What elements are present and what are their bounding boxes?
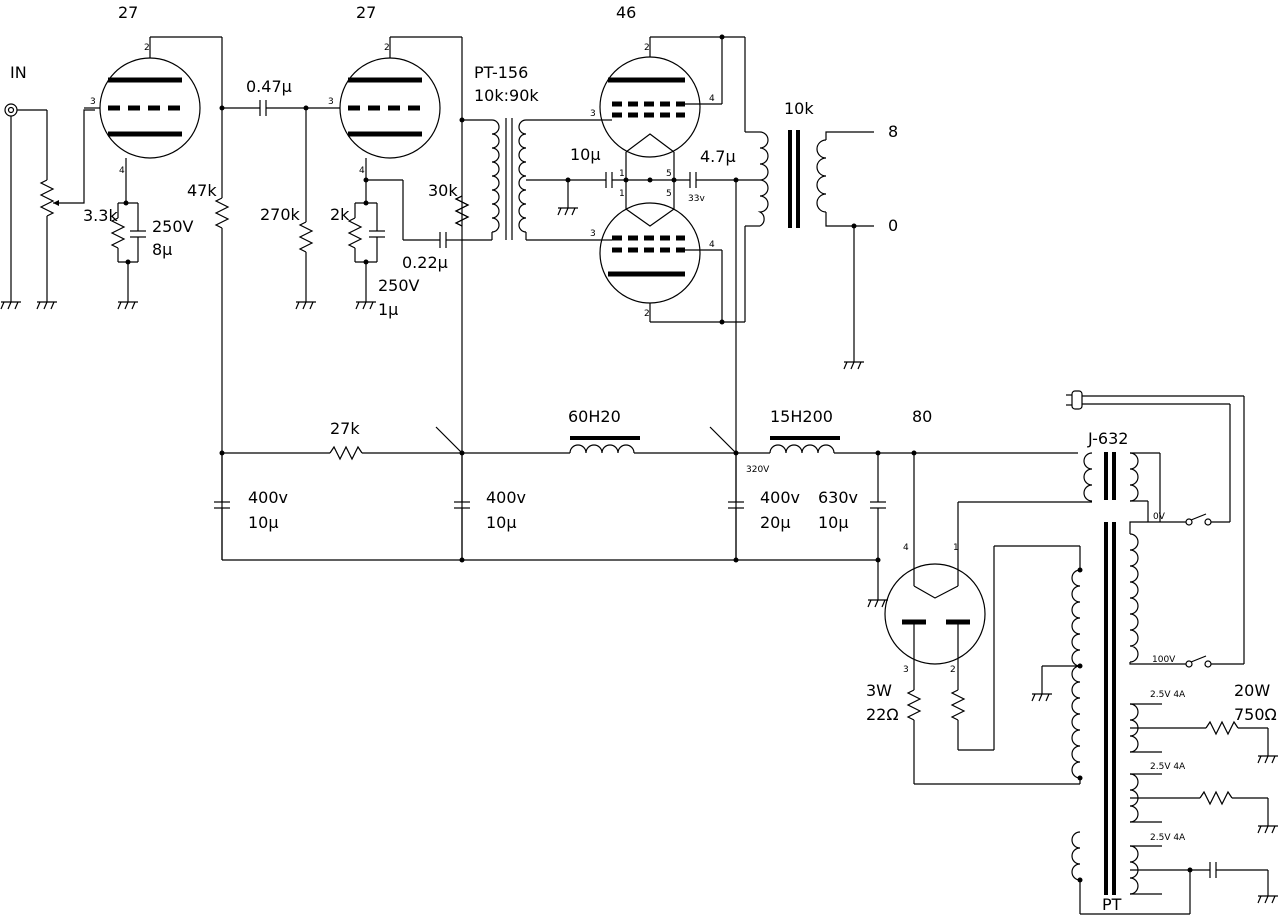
r-dec-label: 27k (330, 419, 360, 438)
v1-plate-wiring (150, 36, 320, 560)
svg-text:2: 2 (144, 43, 150, 53)
tube-46-upper: 2 3 4 (590, 37, 722, 158)
r-in-cath-label: 3.3k (83, 206, 118, 225)
v1-label: 27 (118, 3, 138, 22)
tube-v2: 2 3 4 (320, 37, 441, 180)
c1-volt: 400v (248, 488, 288, 507)
c4-volt: 630v (818, 488, 858, 507)
svg-text:1: 1 (619, 169, 625, 179)
tube-80-rectifier: 4 1 3 2 (884, 453, 1092, 785)
tube-v1: 2 3 4 (84, 37, 201, 203)
fil1-label: 2.5V 4A (1150, 690, 1186, 700)
r-fb-label: 30k (428, 181, 458, 200)
svg-text:3: 3 (90, 97, 96, 107)
svg-text:4: 4 (709, 94, 715, 104)
svg-text:4: 4 (709, 240, 715, 250)
svg-text:4: 4 (119, 166, 125, 176)
svg-text:1: 1 (953, 543, 959, 553)
svg-text:4: 4 (359, 166, 365, 176)
r-plate1-label: 47k (187, 181, 217, 200)
c-fb-label: 0.22μ (402, 253, 448, 272)
v-320-label: 320V (746, 465, 770, 475)
it-name-label: PT-156 (474, 63, 528, 82)
r-rect-ohm: 22Ω (866, 705, 899, 724)
volume-pot (36, 109, 95, 310)
t-100v-label: 100V (1152, 655, 1176, 665)
c-cath2-volt: 250V (378, 276, 420, 295)
svg-text:3: 3 (903, 665, 909, 675)
r-grid2-label: 270k (260, 205, 301, 224)
filter-capacitors (214, 453, 888, 608)
svg-text:5: 5 (666, 189, 672, 199)
svg-text:3: 3 (590, 229, 596, 239)
v2-cathode-network (347, 177, 462, 310)
v-33-label: 33v (688, 194, 705, 204)
svg-text:2: 2 (644, 309, 650, 319)
power-plug (1066, 390, 1245, 668)
c-couple-label: 0.47μ (246, 77, 292, 96)
output-transformer (757, 130, 874, 370)
c2-cap: 10μ (486, 513, 517, 532)
c2-volt: 400v (486, 488, 526, 507)
svg-text:5: 5 (666, 169, 672, 179)
c4-cap: 10μ (818, 513, 849, 532)
r-bleed-ohm: 750Ω (1234, 705, 1277, 724)
fil2-label: 2.5V 4A (1150, 762, 1186, 772)
t-0v-label: 0V (1153, 512, 1166, 522)
tube-46-lower: 2 3 4 (590, 202, 722, 322)
v2-label: 27 (356, 3, 376, 22)
c-in-cath-volt: 250V (152, 217, 194, 236)
input-jack (0, 103, 47, 310)
ot-imp-label: 10k (784, 99, 814, 118)
choke2-label: 15H200 (770, 407, 833, 426)
fil3-label: 2.5V 4A (1150, 833, 1186, 843)
svg-text:2: 2 (384, 43, 390, 53)
t-aux-label: J-632 (1087, 429, 1128, 448)
c-cath46-label: 10μ (570, 145, 601, 164)
aux-transformer (1083, 452, 1161, 522)
svg-text:2: 2 (644, 43, 650, 53)
interstage-transformer (491, 118, 606, 241)
v-out-label: 46 (616, 3, 636, 22)
ot-8-label: 8 (888, 122, 898, 141)
v-rect-label: 80 (912, 407, 932, 426)
v2-plate-wiring (390, 36, 492, 560)
c1-cap: 10μ (248, 513, 279, 532)
r-rect-watt: 3W (866, 681, 892, 700)
input-label: IN (10, 63, 27, 82)
pt-label: PT (1102, 895, 1122, 914)
it-ratio-label: 10k:90k (474, 86, 539, 105)
svg-text:4: 4 (903, 543, 909, 553)
choke1-label: 60H20 (568, 407, 621, 426)
c-grid46-label: 4.7μ (700, 147, 736, 166)
c3-volt: 400v (760, 488, 800, 507)
ot-0-label: 0 (888, 216, 898, 235)
v1-cathode-network (110, 200, 146, 310)
r-bleed-watt: 20W (1234, 681, 1270, 700)
svg-text:3: 3 (328, 97, 334, 107)
r-cath2-label: 2k (330, 205, 350, 224)
v2-grid-resistor (295, 108, 316, 310)
svg-text:3: 3 (590, 109, 596, 119)
svg-text:2: 2 (950, 665, 956, 675)
c-cath2-cap: 1μ (378, 300, 398, 319)
c3-cap: 20μ (760, 513, 791, 532)
svg-text:1: 1 (619, 189, 625, 199)
power-transformer (1031, 521, 1278, 915)
c-in-cath-cap: 8μ (152, 240, 172, 259)
